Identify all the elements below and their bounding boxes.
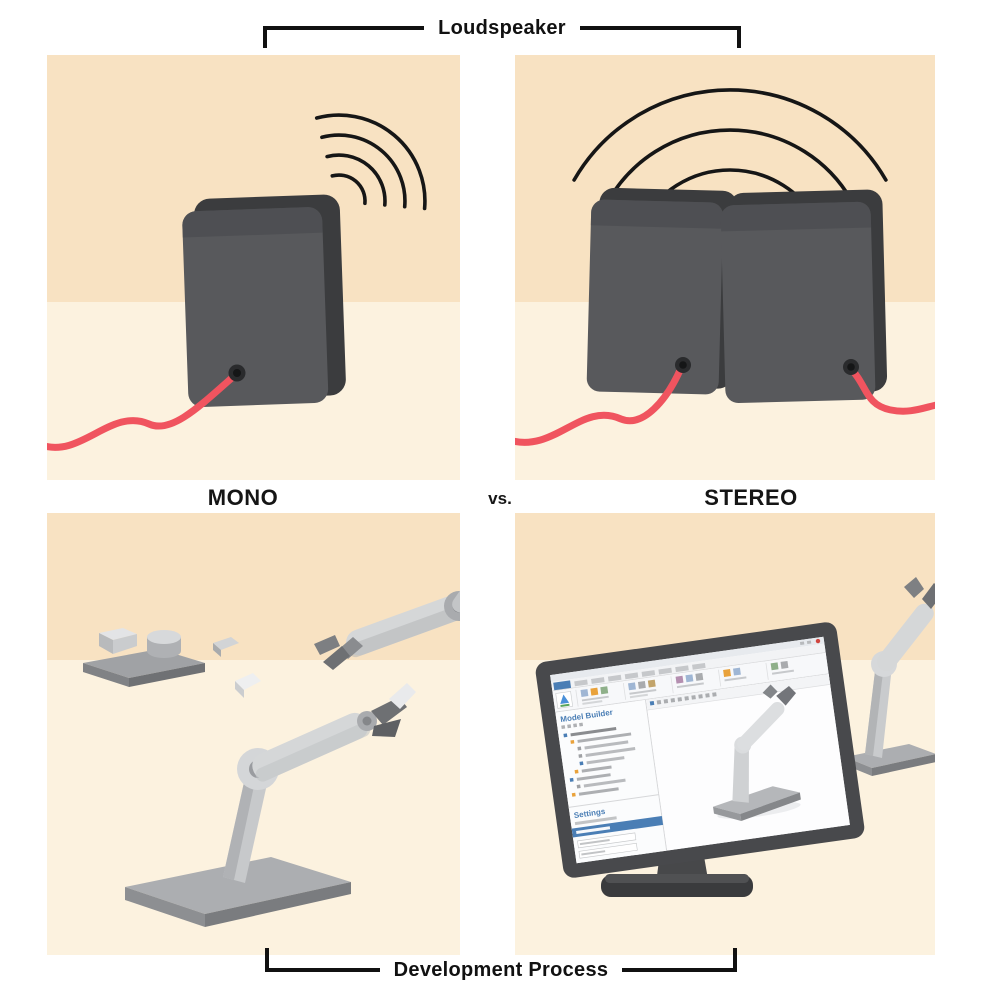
close-icon [815, 638, 821, 644]
versus-caption: vs. [488, 489, 512, 508]
bottom-bracket-tick-left [265, 948, 269, 972]
monitor: Model Builder [535, 622, 865, 878]
assembled-robot-base [125, 683, 416, 927]
detached-arm-segment [314, 566, 460, 670]
stereo-speaker-illustration [515, 55, 935, 480]
bottom-bracket-label: Development Process [393, 959, 609, 981]
background-robot-arm [845, 577, 935, 776]
disassembled-robot-panel [47, 513, 460, 955]
loose-gripper-part [235, 673, 261, 698]
cable-port-right-hole [847, 363, 855, 371]
cable-port-left-hole [679, 361, 687, 369]
top-bracket-tick-right [737, 26, 742, 48]
speaker-left [586, 187, 738, 395]
settings-header: Settings [573, 807, 606, 820]
stereo-speaker-panel [515, 55, 935, 480]
mono-caption: MONO [207, 485, 279, 510]
simulated-robot-model [713, 684, 801, 821]
maximize-icon [806, 640, 812, 645]
bottom-bracket-line-right [622, 968, 733, 972]
bottom-bracket: Development Process [265, 948, 737, 980]
mono-speaker-panel [47, 55, 460, 480]
mono-speaker-illustration [47, 55, 460, 480]
speaker-right [720, 189, 888, 404]
top-bracket-tick-left [263, 26, 267, 48]
cable-port-hole [233, 369, 241, 377]
top-bracket: Loudspeaker [263, 18, 742, 48]
screen-titlebar [550, 636, 825, 683]
wall [515, 513, 935, 660]
scattered-parts [83, 628, 239, 687]
power-cable [47, 372, 238, 451]
top-bracket-label: Loudspeaker [438, 17, 566, 39]
settings-pane: Settings [568, 794, 664, 859]
simulation-illustration: Model Builder [515, 513, 935, 955]
ribbon-tabs [551, 643, 826, 692]
top-bracket-line-right [579, 26, 738, 30]
minimize-icon [799, 641, 805, 646]
screen-ui: Model Builder [550, 636, 850, 864]
power-cable-right [847, 365, 935, 415]
disassembled-robot-illustration [47, 513, 460, 955]
graphics-area [645, 674, 850, 851]
power-cable-left [515, 364, 685, 446]
model-tree [563, 726, 636, 797]
top-bracket-line-left [267, 26, 425, 30]
ribbon-toolbar [552, 652, 829, 713]
simulation-panel: Model Builder [515, 513, 935, 955]
speaker [182, 194, 346, 407]
sound-waves-icon [314, 113, 427, 211]
stereo-caption: STEREO [704, 485, 798, 510]
bottom-bracket-tick-right [733, 948, 737, 972]
bottom-bracket-line-left [269, 968, 380, 972]
